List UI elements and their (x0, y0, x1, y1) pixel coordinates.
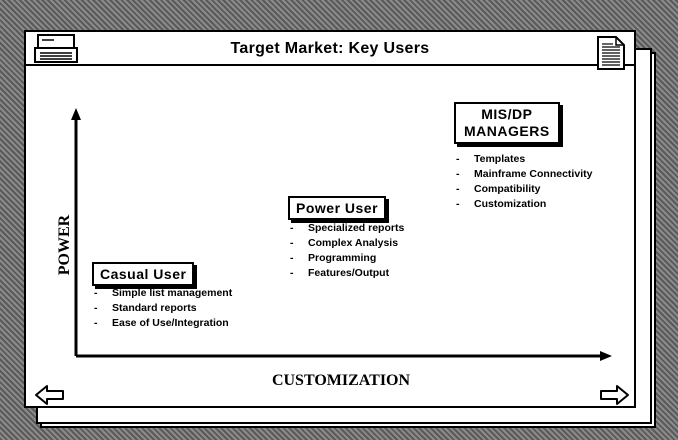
list-item: Programming (288, 251, 404, 266)
title-line: MIS/DP (481, 106, 533, 122)
list-item: Templates (454, 152, 592, 167)
mis-dp-managers-bullets: Templates Mainframe Connectivity Compati… (454, 152, 592, 212)
title-bar: Target Market: Key Users (26, 32, 634, 70)
document-icon[interactable] (596, 35, 626, 71)
x-axis-label: CUSTOMIZATION (271, 372, 411, 389)
disk-drive-icon[interactable] (34, 34, 80, 64)
casual-user-title: Casual User (92, 262, 195, 286)
list-item: Simple list management (92, 286, 232, 301)
list-item: Ease of Use/Integration (92, 316, 232, 331)
y-axis-arrowhead (71, 108, 81, 120)
list-item: Standard reports (92, 301, 232, 316)
y-axis-label: POWER (56, 214, 73, 276)
right-arrow-icon[interactable] (598, 384, 630, 406)
list-item: Complex Analysis (288, 236, 404, 251)
list-item: Specialized reports (288, 221, 404, 236)
list-item: Mainframe Connectivity (454, 167, 592, 182)
list-item: Features/Output (288, 266, 404, 281)
title-line: MANAGERS (464, 123, 550, 139)
power-user-bullets: Specialized reports Complex Analysis Pro… (288, 221, 404, 281)
list-item: Customization (454, 197, 592, 212)
list-item: Compatibility (454, 182, 592, 197)
casual-user-bullets: Simple list management Standard reports … (92, 286, 232, 331)
power-user-title: Power User (288, 196, 387, 220)
x-axis-arrowhead (600, 351, 612, 361)
axes (71, 108, 612, 361)
left-arrow-icon[interactable] (34, 384, 66, 406)
window-title: Target Market: Key Users (230, 40, 430, 57)
slide-card: Target Market: Key Users POWER CUSTOMIZA… (24, 30, 636, 408)
mis-dp-managers-title: MIS/DP MANAGERS (454, 102, 560, 144)
